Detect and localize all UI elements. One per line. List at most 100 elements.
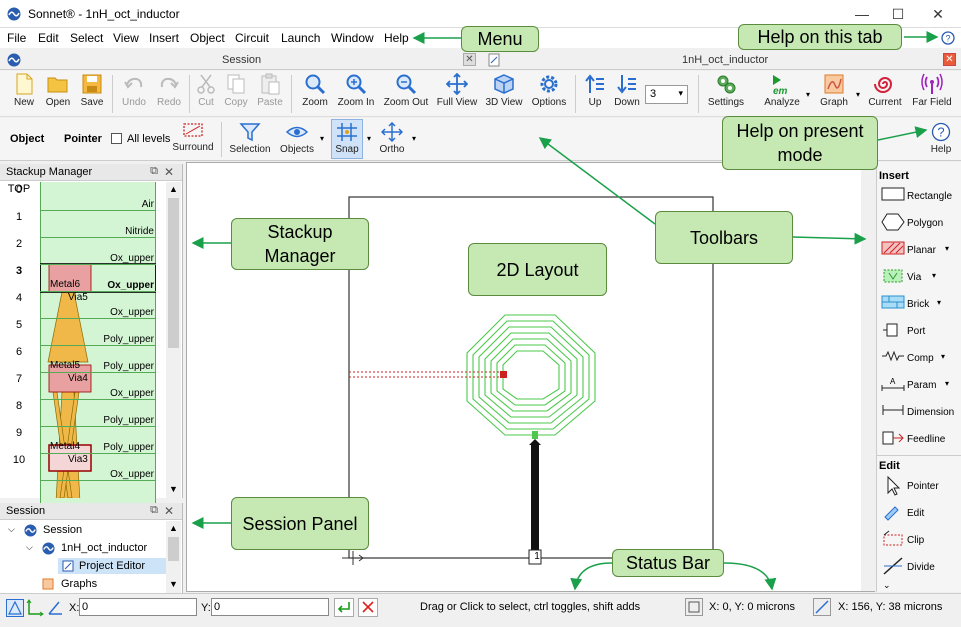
edit-pointer-button[interactable]: Pointer: [881, 476, 959, 498]
graph-dropdown-icon[interactable]: ▾: [856, 90, 861, 99]
layout-drawing[interactable]: [187, 163, 876, 593]
menu-circuit[interactable]: Circuit: [235, 31, 270, 45]
session-tab-close-icon[interactable]: ✕: [463, 53, 476, 66]
zoom-button[interactable]: Zoom: [299, 73, 331, 108]
layer-name-3[interactable]: Ox_upper: [107, 280, 154, 291]
open-button[interactable]: Open: [43, 73, 73, 108]
insert-component-button[interactable]: Comp: [881, 348, 959, 368]
canvas-scrollbar[interactable]: [861, 163, 875, 591]
menu-select[interactable]: Select: [70, 31, 104, 45]
objects-visibility-button[interactable]: Objects: [277, 122, 317, 155]
stackup-graphic[interactable]: [40, 182, 156, 498]
via-dropdown-icon[interactable]: ▾: [932, 271, 937, 280]
settings-button[interactable]: Settings: [706, 73, 746, 108]
maximize-button[interactable]: ☐: [891, 6, 905, 22]
layer-name-5[interactable]: Poly_upper: [103, 334, 154, 345]
paste-button[interactable]: Paste: [255, 73, 285, 108]
analyze-button[interactable]: em Analyze: [762, 73, 802, 108]
tree-project[interactable]: 1nH_oct_inductor: [61, 542, 148, 554]
document-tab-title[interactable]: 1nH_oct_inductor: [682, 54, 769, 66]
ortho-dropdown-icon[interactable]: ▾: [412, 134, 417, 143]
help-mode-button[interactable]: ? Help: [926, 122, 956, 155]
insert-parameter-button[interactable]: A Param: [881, 375, 959, 395]
insert-via-button[interactable]: Via: [881, 267, 959, 287]
cut-button[interactable]: Cut: [192, 73, 220, 108]
y-coordinate-input[interactable]: 0: [211, 598, 329, 616]
insert-rectangle-button[interactable]: Rectangle: [881, 186, 959, 206]
snap-dropdown-icon[interactable]: ▾: [367, 134, 372, 143]
far-field-button[interactable]: Far Field: [910, 73, 954, 108]
menu-window[interactable]: Window: [331, 31, 374, 45]
close-panel-icon[interactable]: ✕: [163, 165, 174, 179]
copy-button[interactable]: Copy: [222, 73, 250, 108]
menu-launch[interactable]: Launch: [281, 31, 321, 45]
objects-dropdown-icon[interactable]: ▾: [320, 134, 325, 143]
save-button[interactable]: Save: [77, 73, 107, 108]
menu-object[interactable]: Object: [190, 31, 225, 45]
document-tab-close-icon[interactable]: ✕: [943, 53, 956, 66]
snap-button[interactable]: Snap: [331, 119, 363, 159]
layer-name-7[interactable]: Ox_upper: [110, 388, 154, 399]
layer-name-6[interactable]: Poly_upper: [103, 361, 154, 372]
new-button[interactable]: New: [9, 73, 39, 108]
close-button[interactable]: ✕: [932, 6, 944, 22]
enter-apply-icon[interactable]: [334, 598, 354, 617]
cancel-x-icon[interactable]: [358, 598, 378, 617]
view-3d-button[interactable]: 3D View: [484, 73, 524, 108]
scroll-down-icon[interactable]: ▼: [169, 484, 178, 494]
layer-name-8[interactable]: Poly_upper: [103, 415, 154, 426]
expand-session-icon[interactable]: ⌵: [8, 524, 15, 534]
full-view-button[interactable]: Full View: [436, 73, 478, 108]
edit-edit-button[interactable]: Edit: [881, 503, 959, 523]
insert-polygon-button[interactable]: Polygon: [881, 213, 959, 233]
options-button[interactable]: Options: [530, 73, 568, 108]
layer-name-0[interactable]: Air: [141, 199, 154, 210]
zoom-out-button[interactable]: Zoom Out: [382, 73, 430, 108]
level-select[interactable]: 3 ▾: [645, 85, 688, 104]
insert-feedline-button[interactable]: Feedline: [881, 429, 959, 449]
undo-button[interactable]: Undo: [118, 73, 150, 108]
all-levels-checkbox[interactable]: [111, 133, 122, 144]
planar-dropdown-icon[interactable]: ▾: [945, 244, 950, 253]
surround-button[interactable]: Surround: [171, 122, 215, 153]
selection-filter-button[interactable]: Selection: [228, 122, 272, 155]
tree-project-editor[interactable]: Project Editor: [79, 560, 146, 572]
tree-graphs[interactable]: Graphs: [61, 578, 98, 590]
comp-dropdown-icon[interactable]: ▾: [941, 352, 946, 361]
layer-name-9[interactable]: Poly_upper: [103, 442, 154, 453]
stackup-scrollbar[interactable]: ▲ ▼: [166, 182, 181, 498]
menu-edit[interactable]: Edit: [38, 31, 59, 45]
insert-brick-button[interactable]: Brick: [881, 294, 959, 314]
menu-view[interactable]: View: [113, 31, 139, 45]
edit-divide-button[interactable]: Divide: [881, 557, 959, 577]
redo-button[interactable]: Redo: [153, 73, 185, 108]
layer-name-1[interactable]: Nitride: [125, 226, 154, 237]
session-scroll-thumb[interactable]: [168, 537, 179, 561]
ortho-button[interactable]: Ortho: [376, 122, 408, 155]
triangle-snap-icon[interactable]: [6, 599, 24, 617]
float-panel-icon[interactable]: ⧉: [150, 165, 158, 177]
insert-planar-button[interactable]: Planar: [881, 240, 959, 260]
scroll-thumb[interactable]: [168, 198, 179, 348]
expand-project-icon[interactable]: ⌵: [26, 542, 33, 552]
x-coordinate-input[interactable]: 0: [79, 598, 197, 616]
level-up-button[interactable]: Up: [582, 73, 608, 108]
float-session-icon[interactable]: ⧉: [150, 504, 158, 516]
layer-name-10[interactable]: Ox_upper: [110, 469, 154, 480]
current-button[interactable]: Current: [866, 73, 904, 108]
zoom-in-button[interactable]: Zoom In: [336, 73, 376, 108]
insert-dimension-button[interactable]: Dimension: [881, 402, 959, 422]
session-scroll-up-icon[interactable]: ▲: [169, 523, 178, 533]
right-angle-icon[interactable]: [26, 599, 44, 617]
insert-port-button[interactable]: Port: [881, 321, 959, 341]
layer-name-2[interactable]: Ox_upper: [110, 253, 154, 264]
edit-clip-button[interactable]: Clip: [881, 530, 959, 550]
menu-insert[interactable]: Insert: [149, 31, 180, 45]
level-down-button[interactable]: Down: [612, 73, 642, 108]
session-scroll-down-icon[interactable]: ▼: [169, 579, 178, 589]
graph-button[interactable]: Graph: [815, 73, 853, 108]
more-tools-chevron-icon[interactable]: ⌄: [883, 580, 891, 590]
minimize-button[interactable]: —: [855, 6, 869, 22]
layer-name-4[interactable]: Ox_upper: [110, 307, 154, 318]
session-scrollbar[interactable]: ▲ ▼: [166, 521, 181, 593]
